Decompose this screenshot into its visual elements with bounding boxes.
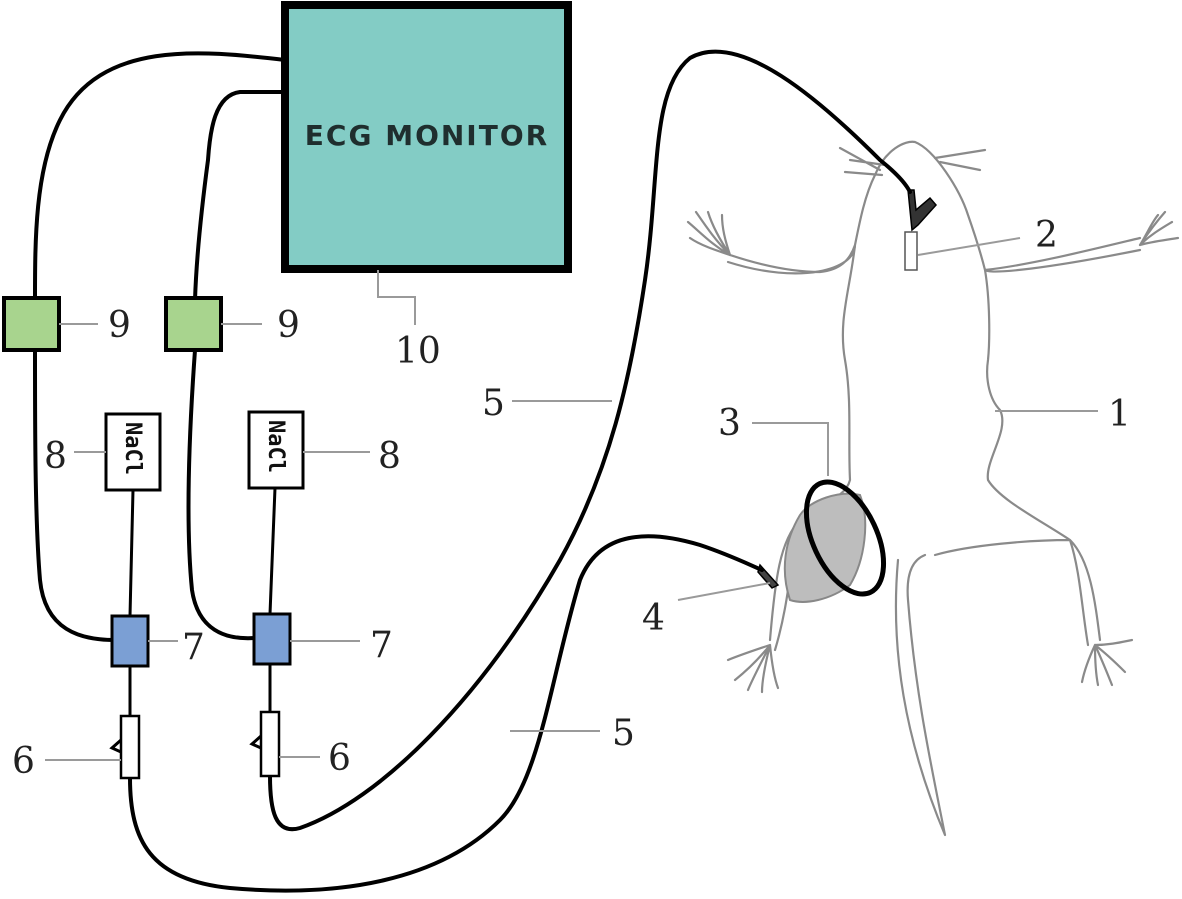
ring-electrode <box>803 479 887 597</box>
callout-1: 1 <box>1108 394 1131 435</box>
connector-right <box>252 612 292 666</box>
callout-5-lower: 5 <box>612 713 635 754</box>
monitor-label: ECG MONITOR <box>305 119 549 152</box>
callout-7-right: 7 <box>370 625 393 666</box>
wire-filter-connector-left <box>33 348 117 642</box>
callout-2: 2 <box>1035 215 1058 256</box>
wire-filter-connector-right <box>186 348 257 641</box>
callout-6-right: 6 <box>328 738 351 779</box>
callout-10: 10 <box>395 331 441 372</box>
lead-head <box>268 49 912 832</box>
callout-7-left: 7 <box>182 627 205 668</box>
filter-left <box>2 296 61 352</box>
callout-6-left: 6 <box>12 741 35 782</box>
nacl-label-right: NaCl <box>263 420 288 473</box>
wire-monitor-filter-left <box>33 51 287 302</box>
leader-lines <box>45 237 1098 761</box>
wire-monitor-filter-right <box>193 90 287 302</box>
connector-left <box>110 614 150 668</box>
callout-9-left: 9 <box>108 305 131 346</box>
valve-left <box>109 714 141 780</box>
lead-limb <box>128 534 764 893</box>
ecg-monitor: ECG MONITOR <box>281 1 572 273</box>
callout-5-upper: 5 <box>482 383 505 424</box>
callout-8-left: 8 <box>44 436 67 477</box>
line-bag-connector-left <box>128 488 135 618</box>
valve-right <box>249 710 281 778</box>
callout-9-right: 9 <box>277 305 300 346</box>
line-bag-connector-right <box>268 486 277 616</box>
nacl-bag-left: NaCl <box>104 412 162 492</box>
callout-4: 4 <box>642 598 665 639</box>
callout-3: 3 <box>718 403 741 444</box>
nacl-label-left: NaCl <box>120 422 145 475</box>
filter-right <box>164 296 223 352</box>
rat-body <box>686 140 1180 837</box>
nacl-bag-right: NaCl <box>247 410 305 490</box>
callout-8-right: 8 <box>378 436 401 477</box>
hindlimb-muscle <box>783 492 867 603</box>
head-electrode <box>904 189 937 271</box>
